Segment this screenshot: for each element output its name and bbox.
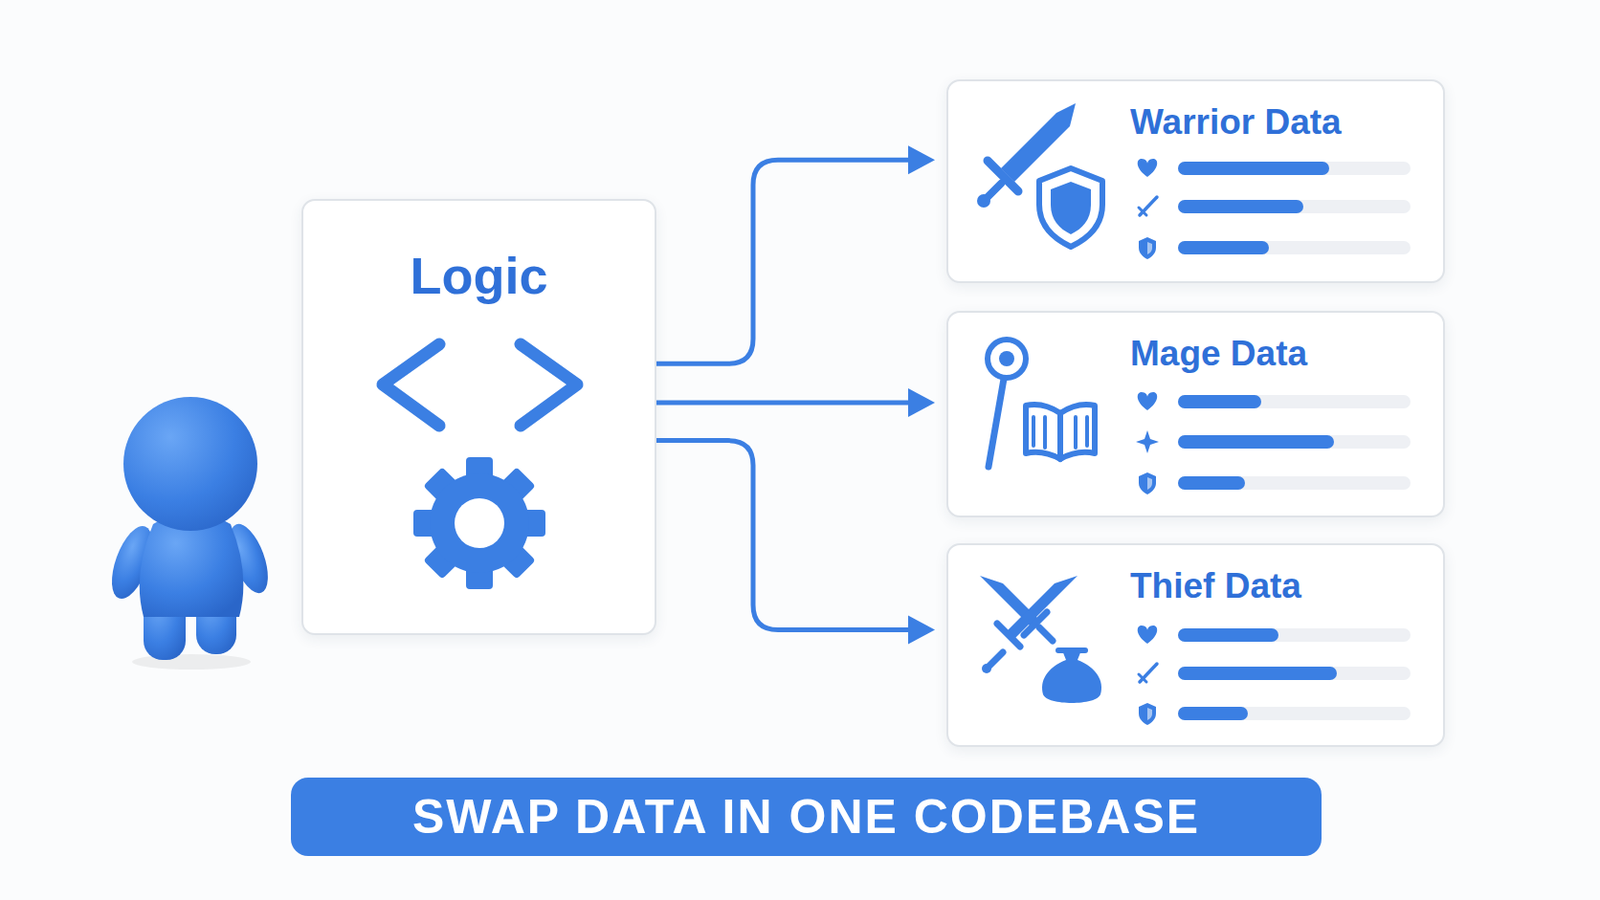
sword-shield-icon [977,103,1103,247]
logic-box: Logic [301,199,657,636]
data-card: Mage Data [946,311,1445,518]
caption-band: SWAP DATA IN ONE CODEBASE [290,777,1322,857]
card-title: Mage Data [1130,333,1434,376]
data-card: Warrior Data [946,79,1445,284]
gear-icon [413,457,546,590]
daggers-bag-icon [979,576,1102,704]
stat-bars [1135,158,1411,726]
clay-figure [103,397,276,670]
arrow-connector [656,441,935,645]
card-title: Warrior Data [1130,101,1434,144]
card-title: Thief Data [1130,565,1434,608]
staff-book-icon [987,339,1095,467]
band-text: SWAP DATA IN ONE CODEBASE [412,791,1200,845]
code-brackets-icon [382,344,578,426]
data-card: Thief Data [946,543,1445,748]
arrow-connector [656,388,935,418]
box-title: Logic [303,244,655,308]
arrow-connector [656,145,935,364]
